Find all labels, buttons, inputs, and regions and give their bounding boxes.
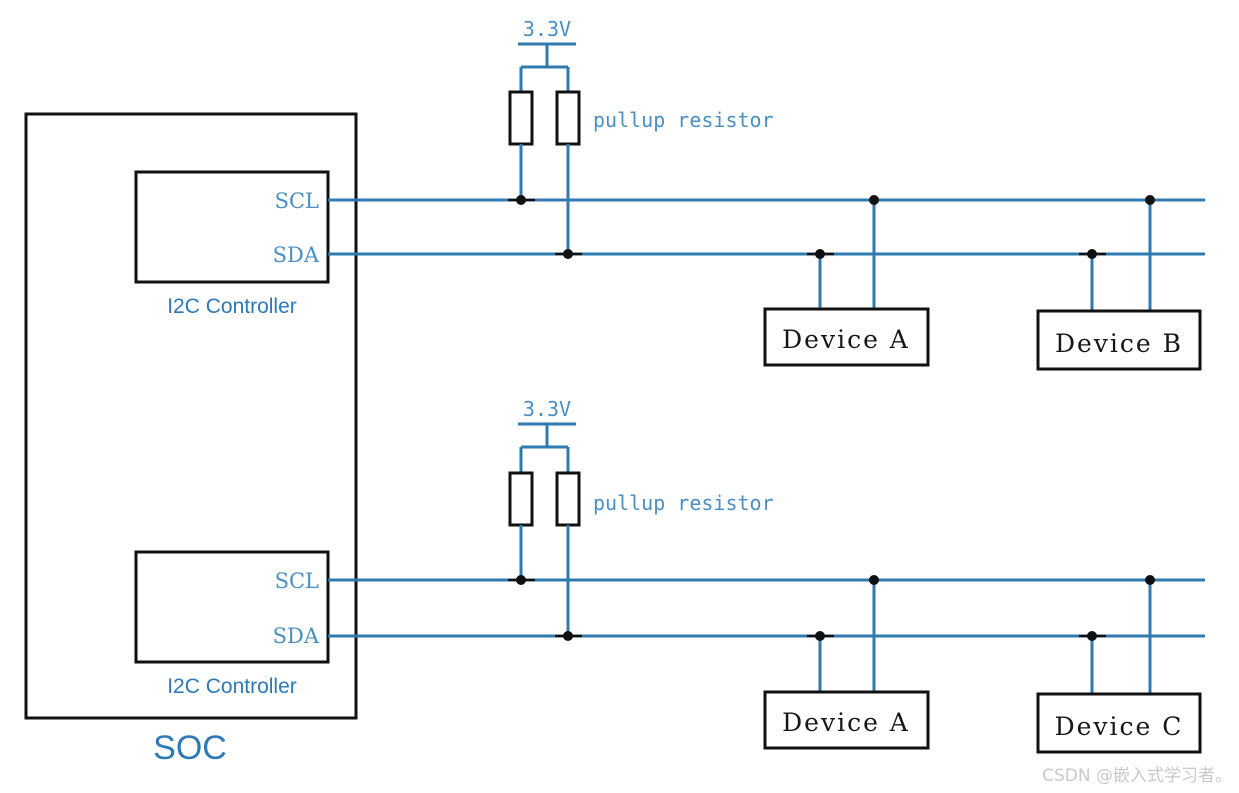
device-label-c: Device C (1055, 712, 1184, 741)
pullup-resistor-scl-2 (508, 471, 534, 527)
i2c-controller-label-2: I2C Controller (167, 675, 297, 698)
pin-label-sda-2: SDA (273, 624, 320, 648)
pullup-resistor-note-1: pullup resistor (593, 108, 774, 132)
watermark: CSDN @嵌入式学习者。 (1042, 766, 1232, 786)
junction-dot-device-a1-scl (869, 195, 879, 205)
junction-dot-device-a2-sda (815, 631, 825, 641)
i2c-controller-box-2 (134, 550, 330, 664)
junction-dot-device-b-sda (1087, 249, 1097, 259)
device-label-a-lower: Device A (782, 708, 910, 737)
supply-voltage-label-2: 3.3V (523, 397, 571, 421)
supply-voltage-label-1: 3.3V (523, 17, 571, 41)
junction-dot-pullup-scl-2 (516, 575, 526, 585)
pullup-resistor-note-2: pullup resistor (593, 491, 774, 515)
pullup-resistor-sda-1 (555, 90, 581, 146)
device-box-a-lower (763, 690, 930, 750)
pin-label-sda-1: SDA (273, 243, 320, 267)
i2c-controller-box-1 (134, 170, 330, 284)
device-box-c (1036, 692, 1202, 754)
i2c-controller-label-1: I2C Controller (167, 295, 297, 318)
junction-dot-pullup-sda-2 (563, 631, 573, 641)
junction-dot-pullup-scl-1 (516, 195, 526, 205)
junction-dot-pullup-sda-1 (563, 249, 573, 259)
pin-label-scl-1: SCL (275, 189, 319, 213)
junction-dot-device-c-scl (1145, 575, 1155, 585)
device-label-a-upper: Device A (782, 325, 910, 354)
pin-label-scl-2: SCL (275, 569, 319, 593)
device-box-b (1036, 309, 1202, 371)
device-box-a-upper (763, 307, 930, 367)
junction-dot-device-c-sda (1087, 631, 1097, 641)
device-label-b: Device B (1055, 329, 1183, 358)
pullup-resistor-sda-2 (555, 471, 581, 527)
pullup-resistor-scl-1 (508, 90, 534, 146)
junction-dot-device-a2-scl (869, 575, 879, 585)
soc-label: SOC (153, 729, 227, 767)
junction-dot-device-b-scl (1145, 195, 1155, 205)
junction-dot-device-a1-sda (815, 249, 825, 259)
